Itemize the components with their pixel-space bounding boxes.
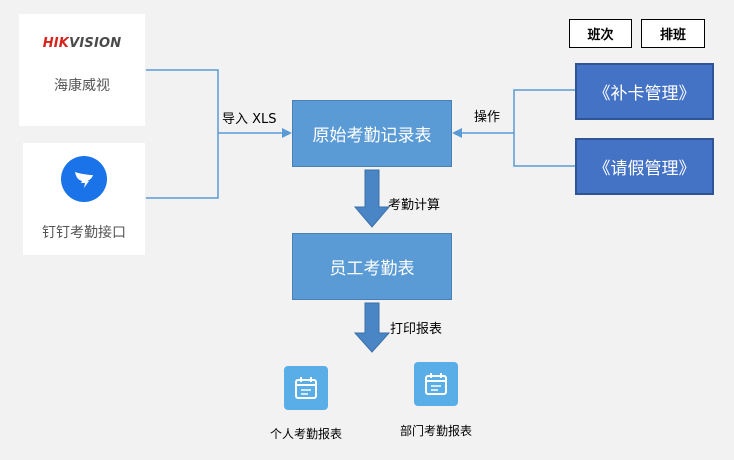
import-xls-label: 导入 XLS	[222, 112, 277, 127]
shift-button-label: 班次	[587, 28, 614, 43]
source-label-hikvision: 海康威视	[54, 78, 110, 94]
leave-management[interactable]: 《请假管理》	[575, 138, 714, 195]
department-report-label: 部门考勤报表	[399, 424, 472, 438]
personal-report-icon[interactable]	[284, 366, 328, 410]
leave-management-label: 《请假管理》	[593, 159, 696, 179]
source-hikvision: HIKVISION 海康威视	[19, 14, 145, 126]
print-arrow	[353, 302, 391, 353]
employee-attendance-table-label: 员工考勤表	[329, 259, 415, 279]
schedule-button-label: 排班	[659, 28, 686, 43]
operate-arrowhead	[452, 128, 462, 138]
raw-attendance-table-label: 原始考勤记录表	[312, 126, 432, 146]
dingtalk-wing-icon	[75, 172, 93, 188]
operate-label: 操作	[474, 110, 501, 125]
compute-arrow	[353, 169, 391, 228]
source-dingtalk: 钉钉考勤接口	[23, 143, 145, 255]
department-report-icon[interactable]	[414, 362, 458, 406]
card-fix-management[interactable]: 《补卡管理》	[575, 63, 714, 120]
import-connector	[146, 69, 219, 199]
schedule-button[interactable]: 排班	[641, 19, 705, 48]
import-arrowhead	[282, 128, 292, 138]
shift-button[interactable]: 班次	[569, 19, 632, 48]
print-label: 打印报表	[390, 322, 443, 337]
card-fix-management-label: 《补卡管理》	[593, 84, 696, 104]
calendar-icon	[425, 373, 447, 395]
employee-attendance-table[interactable]: 员工考勤表	[292, 233, 452, 300]
compute-label: 考勤计算	[388, 198, 441, 213]
operate-connector	[513, 89, 575, 167]
calendar-icon	[295, 377, 317, 399]
personal-report-label: 个人考勤报表	[269, 427, 342, 441]
hikvision-logo: HIKVISION	[42, 36, 122, 51]
dingtalk-logo	[61, 156, 107, 202]
source-label-dingtalk: 钉钉考勤接口	[42, 225, 126, 241]
raw-attendance-table[interactable]: 原始考勤记录表	[292, 100, 452, 167]
